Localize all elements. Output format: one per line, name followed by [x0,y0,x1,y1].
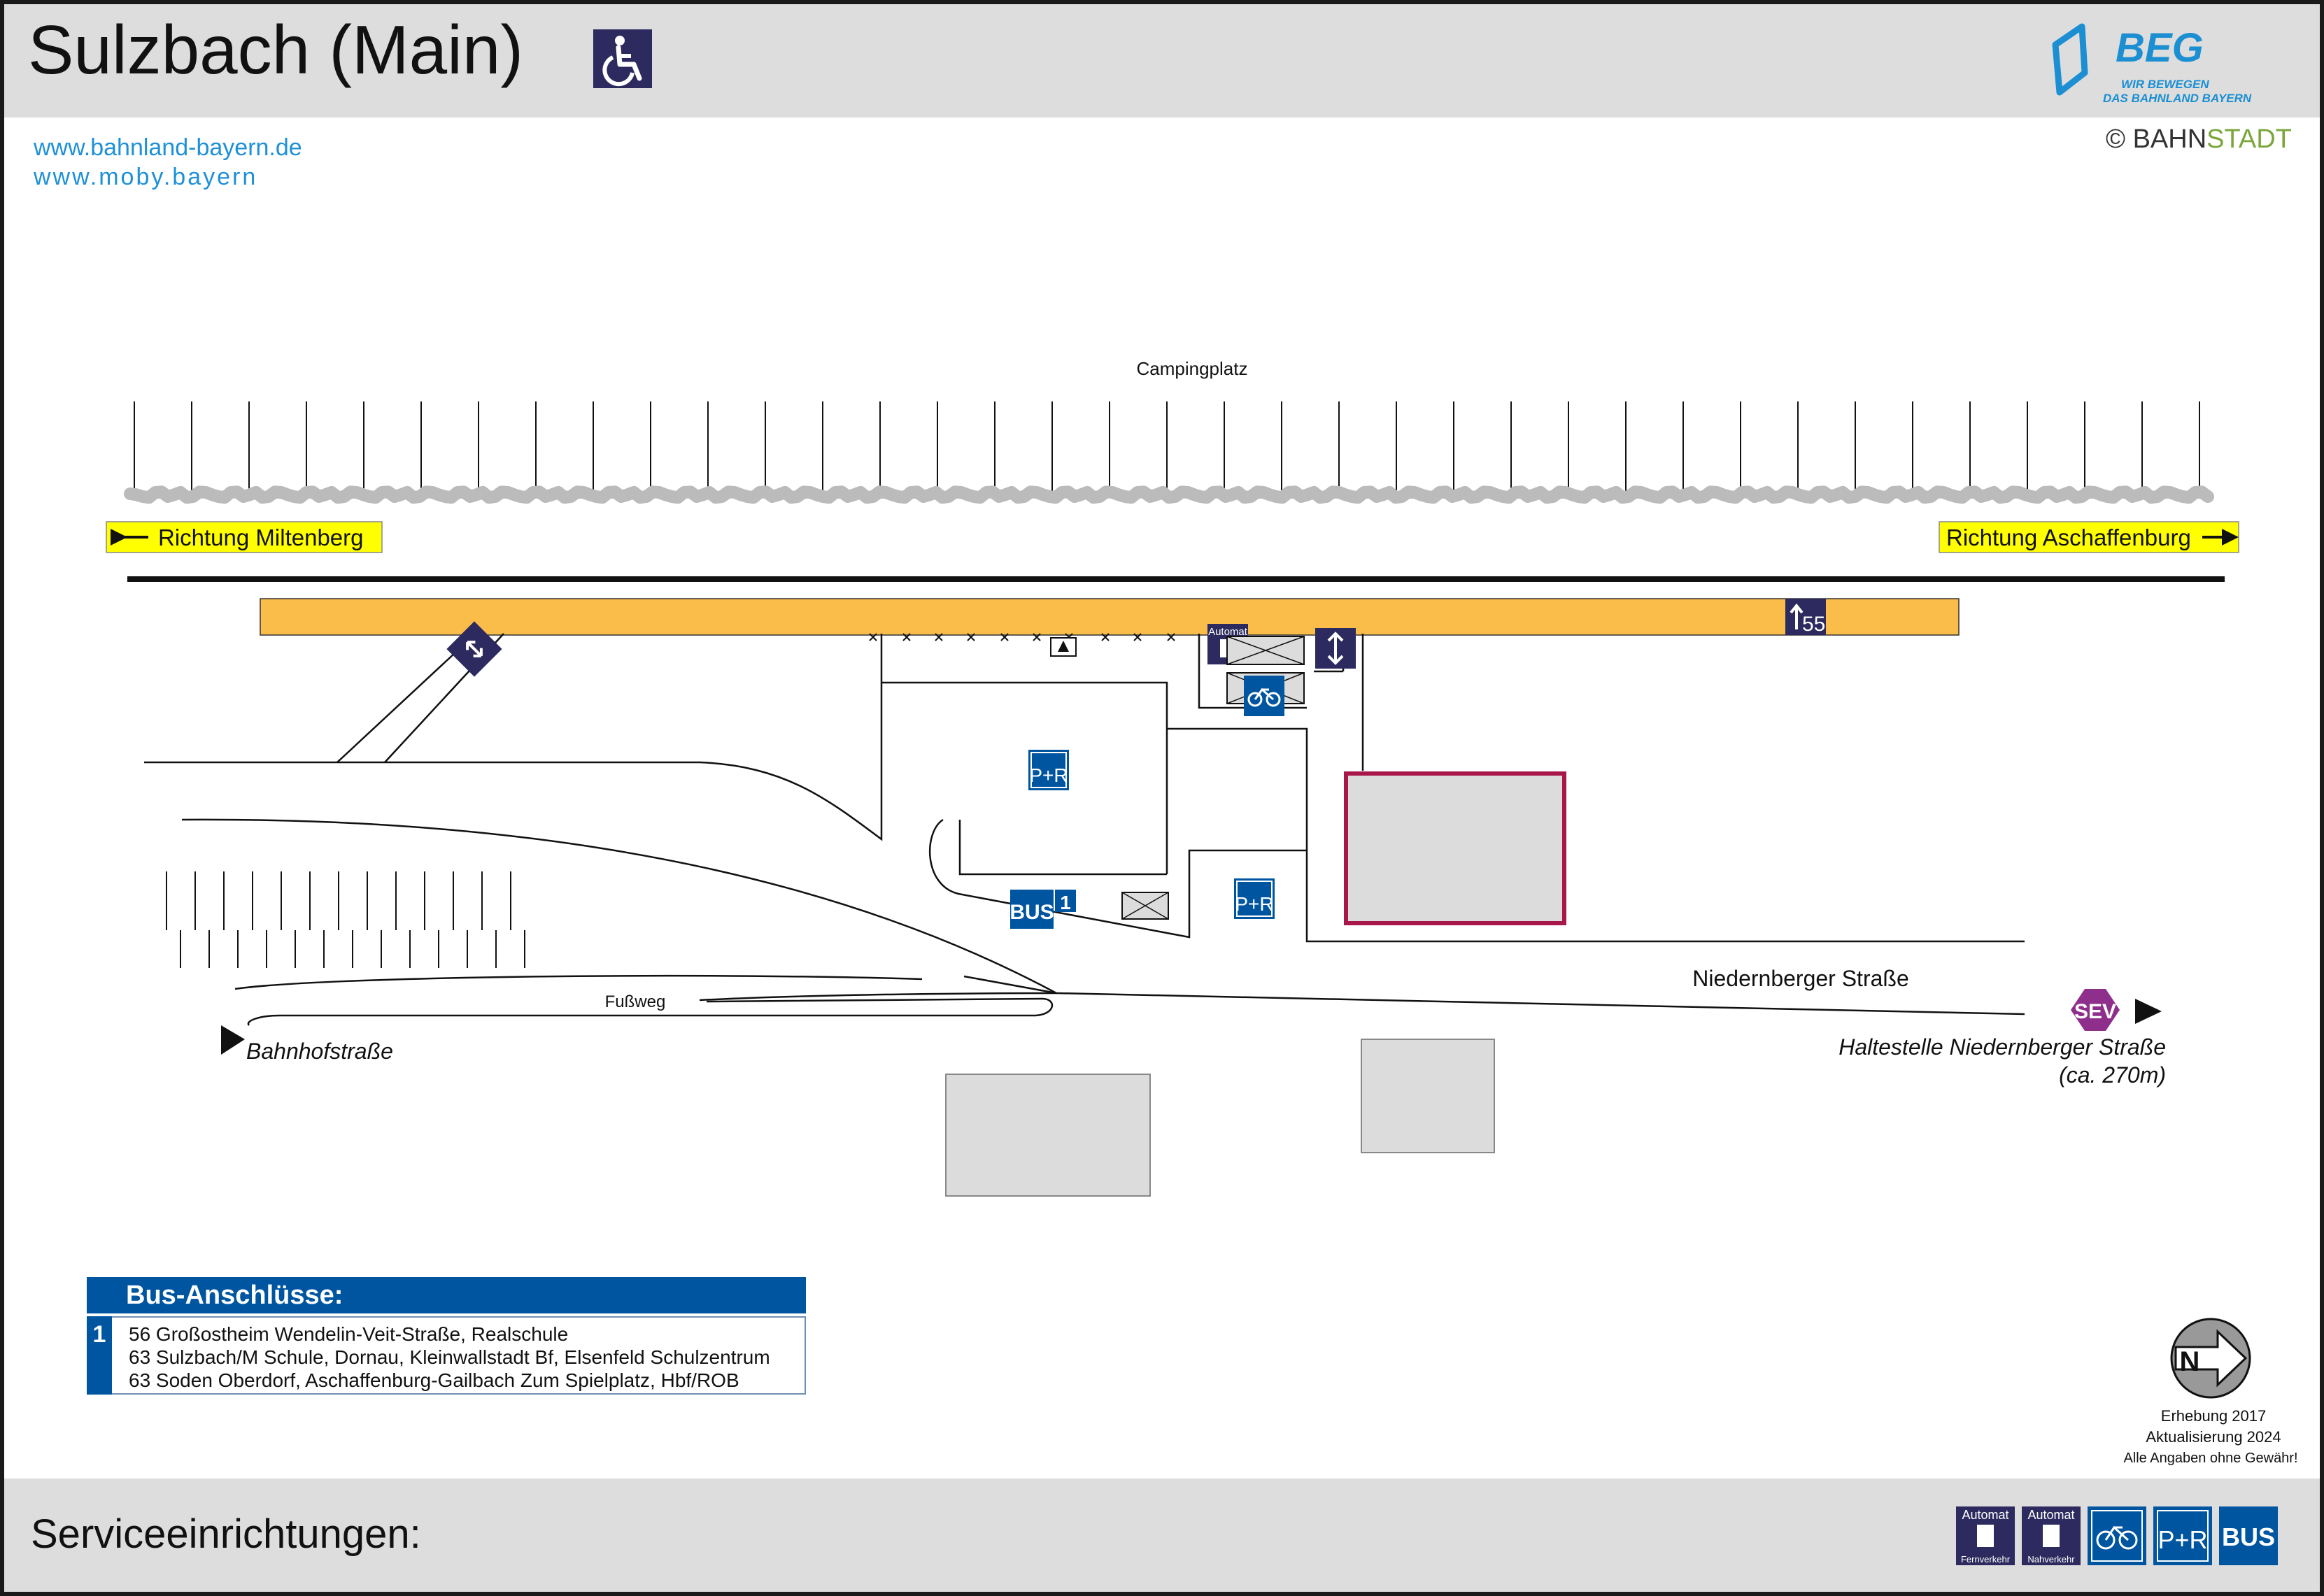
label-campingplatz: Campingplatz [1137,358,1248,379]
page-title: Sulzbach (Main) [28,11,524,88]
north-arrow: N [2170,1318,2251,1399]
bus-connections-title: Bus-Anschlüsse: [87,1277,806,1313]
header-bar [4,4,2320,117]
hedge [124,485,2214,504]
svc-bus-label: BUS [2222,1523,2275,1551]
paths-and-roads [144,633,2025,1026]
bus-stop-number-map: 1 [1060,892,1071,913]
wheelchair-icon [593,29,652,88]
sev-stop-line1: Haltestelle Niedernberger Straße [1838,1034,2166,1060]
bus-line-3: 63 Soden Oberdorf, Aschaffenburg-Gailbac… [129,1369,739,1391]
svc-nahverkehr: Nahverkehr [2027,1554,2075,1565]
copyright-part2: STADT [2206,124,2292,154]
copyright-symbol: © [2106,124,2125,154]
label-fussweg: Fußweg [605,992,666,1011]
bench-mark [935,633,943,641]
copyright-note: © BAHNSTADT [2106,124,2292,155]
svc-fernverkehr: Fernverkehr [1961,1554,2011,1565]
platform-number: 55 [1802,613,1825,636]
station-building [1344,771,1566,925]
bench-mark [1000,633,1009,641]
service-bus: BUS [2219,1506,2278,1565]
bench-mark [902,633,911,641]
hedge-band [124,485,2214,504]
services-row: Automat Fernverkehr Automat Nahverkehr P… [1956,1506,2278,1565]
bus-line-2: 63 Sulzbach/M Schule, Dornau, Kleinwalls… [129,1346,770,1368]
beg-logo: BEG WIR BEWEGEN DAS BAHNLAND BAYERN [2052,23,2252,105]
service-bike-parking [2088,1506,2146,1565]
copyright-part1: BAHN [2132,124,2207,154]
logo-brand: BEG [2116,25,2204,71]
bench-mark [1167,633,1175,641]
svc-automat-1: Automat [1962,1508,2008,1522]
service-ticket-nahverkehr: Automat Nahverkehr [2022,1506,2081,1565]
sev-stop-line2: (ca. 270m) [2059,1062,2166,1088]
bus-connections-box [87,1316,806,1395]
service-ticket-fernverkehr: Automat Fernverkehr [1956,1506,2015,1565]
bench-mark [967,633,975,641]
arrow-bahnhofstrasse [221,1025,245,1055]
arrow-sev [2135,999,2162,1024]
bus-shelter [1121,892,1169,920]
sev-icon: SEV [2071,989,2120,1031]
street-bahnhofstrasse: Bahnhofstraße [246,1039,393,1064]
bus-stop-number: 1 [87,1316,112,1395]
note-aktualisierung: Aktualisierung 2024 [2146,1428,2281,1446]
bench-mark [1033,633,1041,641]
bench-mark [1133,633,1142,641]
bike-parking-map [1244,676,1284,716]
platform-seating [869,633,1175,657]
sev-label: SEV [2074,1000,2116,1023]
north-letter: N [2180,1346,2200,1377]
svc-automat-2: Automat [2027,1508,2074,1522]
service-park-and-ride: P+R [2153,1506,2212,1565]
info-board-arrow [1058,641,1069,652]
link-bahnland-bayern[interactable]: www.bahnland-bayern.de [34,134,302,161]
building [945,1074,1151,1197]
automat-map-label: Automat [1208,626,1248,638]
elevator-pictogram [1315,628,1356,669]
logo-slogan-2: DAS BAHNLAND BAYERN [2103,92,2252,105]
platform-access-icon: 55 [1785,599,1826,636]
park-and-ride-map-2: P+R [1234,878,1275,919]
street-niedernberger: Niedernberger Straße [1692,966,1908,991]
bus-map-label: BUS [1009,901,1054,924]
services-label: Serviceeinrichtungen: [31,1511,421,1557]
direction-left-label: Richtung Miltenberg [158,525,364,550]
pr-map-label-1: P+R [1029,764,1068,786]
note-erhebung: Erhebung 2017 [2160,1407,2267,1425]
footer-bar [4,1479,2320,1592]
direction-right-label: Richtung Aschaffenburg [1946,525,2191,550]
bus-line-1: 56 Großostheim Wendelin-Veit-Straße, Rea… [129,1323,569,1345]
parking-stall-lines [166,871,525,968]
pr-map-label-2: P+R [1235,893,1273,915]
direction-sign-miltenberg: Richtung Miltenberg [106,521,383,553]
fence-posts [134,401,2200,495]
svc-pr-label: P+R [2158,1525,2207,1554]
platform [260,598,1960,636]
bus-stop-map: BUS 1 [1009,890,1076,929]
bench-mark [1101,633,1110,641]
building [1361,1039,1495,1153]
note-disclaimer: Alle Angaben ohne Gewähr! [2123,1451,2298,1466]
link-moby-bayern[interactable]: www.moby.bayern [34,164,258,190]
logo-slogan-1: WIR BEWEGEN [2121,78,2209,91]
park-and-ride-map-1: P+R [1028,750,1069,790]
bench-mark [869,633,877,641]
direction-sign-aschaffenburg: Richtung Aschaffenburg [1939,521,2239,553]
